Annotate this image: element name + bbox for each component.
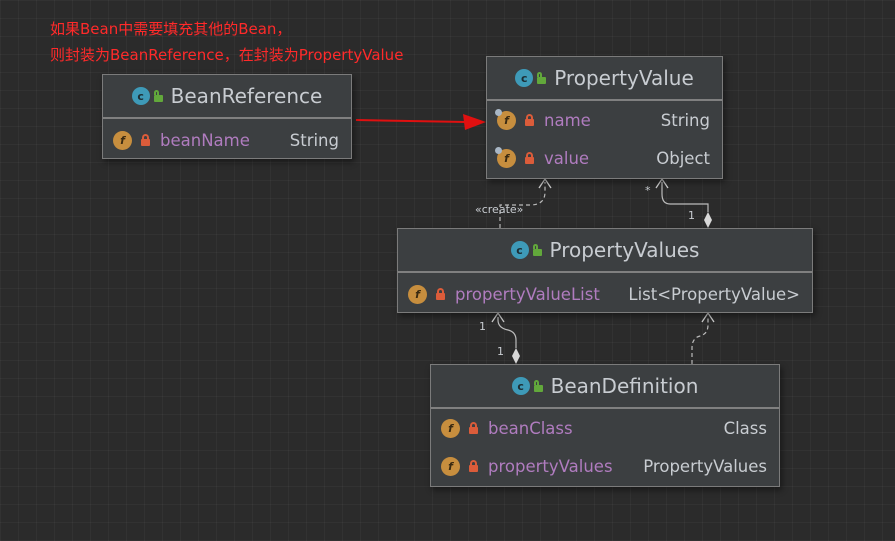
aggregation-pv-line — [661, 182, 709, 212]
field-row[interactable]: f beanClass Class — [431, 409, 779, 447]
class-name: PropertyValues — [549, 238, 700, 262]
field-icon: f — [495, 108, 516, 130]
lock-icon — [436, 288, 445, 300]
red-arrow-head — [463, 114, 486, 130]
class-icon: c — [510, 241, 529, 259]
class-icon: c — [131, 87, 150, 105]
aggregation-bd-line — [497, 317, 517, 348]
lock-icon — [525, 152, 534, 164]
class-header: c BeanDefinition — [431, 365, 779, 409]
class-header: c BeanReference — [103, 75, 351, 119]
multiplicity-pvs-one: 1 — [688, 209, 695, 222]
field-row[interactable]: f beanName String — [103, 121, 351, 159]
field-type: PropertyValues — [643, 456, 767, 476]
class-bean-definition[interactable]: c BeanDefinition f beanClass Class f pro… — [430, 364, 780, 487]
field-type: String — [289, 130, 339, 150]
lock-open-icon — [153, 90, 163, 102]
lock-open-icon — [532, 244, 542, 256]
field-name: propertyValueList — [455, 284, 600, 304]
class-name: PropertyValue — [554, 66, 694, 90]
lock-open-icon — [537, 72, 547, 84]
create-label: «create» — [475, 203, 523, 216]
field-name: propertyValues — [488, 456, 613, 476]
class-name: BeanDefinition — [550, 374, 699, 398]
create-dependency-line — [499, 182, 546, 228]
annotation-note-line1: 如果Bean中需要填充其他的Bean， — [50, 20, 292, 38]
field-name: beanClass — [488, 418, 573, 438]
class-property-value[interactable]: c PropertyValue f name String f value Ob… — [486, 56, 723, 179]
field-list: f beanName String — [103, 119, 351, 162]
lock-icon — [469, 460, 478, 472]
field-row[interactable]: f propertyValueList List<PropertyValue> — [398, 275, 812, 313]
field-name: beanName — [160, 130, 250, 150]
lock-icon — [141, 134, 150, 146]
lock-icon — [525, 114, 534, 126]
field-icon: f — [441, 418, 460, 438]
field-list: f name String f value Object — [487, 101, 722, 180]
lock-icon — [469, 422, 478, 434]
aggregation-pv-arrowhead — [655, 177, 669, 189]
field-icon: f — [113, 130, 132, 150]
field-type: String — [660, 110, 710, 130]
class-name: BeanReference — [170, 84, 323, 108]
class-bean-reference[interactable]: c BeanReference f beanName String — [102, 74, 352, 159]
aggregation-pv-diamond — [704, 212, 712, 228]
field-row[interactable]: f propertyValues PropertyValues — [431, 447, 779, 485]
class-header: c PropertyValues — [398, 229, 812, 273]
create-dependency-arrowhead — [538, 177, 552, 189]
annotation-note-line2: 则封装为BeanReference，在封装为PropertyValue — [50, 46, 404, 64]
field-list: f propertyValueList List<PropertyValue> — [398, 273, 812, 316]
aggregation-bd-arrowhead — [491, 311, 505, 323]
field-row[interactable]: f name String — [487, 101, 722, 139]
field-type: Class — [723, 418, 767, 438]
field-list: f beanClass Class f propertyValues Prope… — [431, 409, 779, 488]
multiplicity-pv-many: * — [645, 184, 651, 197]
class-icon: c — [515, 69, 534, 87]
class-property-values[interactable]: c PropertyValues f propertyValueList Lis… — [397, 228, 813, 313]
class-icon: c — [511, 377, 530, 395]
field-icon: f — [495, 146, 516, 168]
field-type: Object — [656, 148, 710, 168]
multiplicity-pvs-target: 1 — [479, 320, 486, 333]
dependency-bd-line — [691, 317, 709, 364]
class-header: c PropertyValue — [487, 57, 722, 101]
field-name: value — [544, 148, 590, 168]
dependency-bd-arrowhead — [701, 311, 715, 323]
field-name: name — [544, 110, 591, 130]
red-arrow-line — [355, 119, 467, 123]
multiplicity-bd-source: 1 — [497, 345, 504, 358]
field-icon: f — [408, 284, 427, 304]
field-icon: f — [441, 456, 460, 476]
field-type: List<PropertyValue> — [628, 284, 800, 304]
lock-open-icon — [533, 380, 543, 392]
field-row[interactable]: f value Object — [487, 139, 722, 177]
aggregation-bd-diamond — [512, 348, 520, 364]
